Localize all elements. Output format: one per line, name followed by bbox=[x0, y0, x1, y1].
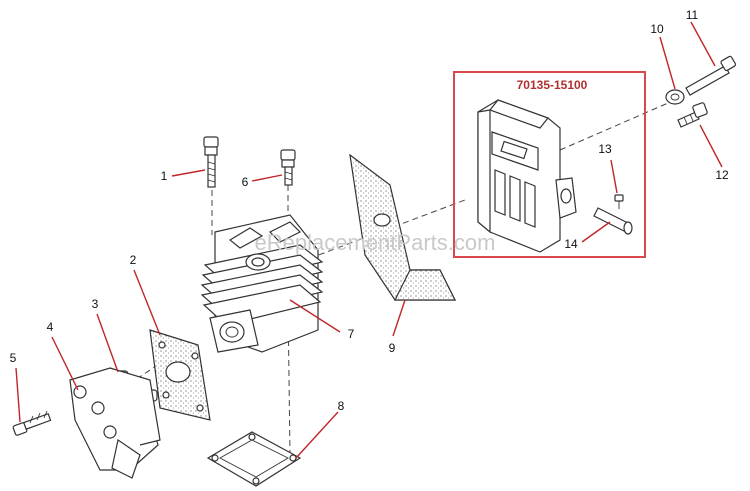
callout-9: 9 bbox=[389, 341, 396, 355]
callout-1: 1 bbox=[161, 169, 168, 183]
insulator-part-4 bbox=[69, 367, 161, 479]
callout-10: 10 bbox=[650, 22, 664, 36]
screw-part-5 bbox=[12, 410, 52, 436]
base-gasket-part-8 bbox=[206, 431, 302, 487]
bolt-part-12 bbox=[677, 102, 708, 128]
heat-shield-part-9 bbox=[349, 153, 456, 301]
cylinder-part-7 bbox=[200, 214, 324, 353]
callout-6: 6 bbox=[242, 175, 249, 189]
screw-part-13 bbox=[614, 194, 624, 209]
bolt-part-11 bbox=[685, 55, 737, 96]
leader-lines bbox=[15, 21, 723, 459]
callout-11: 11 bbox=[686, 8, 699, 22]
callout-13: 13 bbox=[598, 142, 612, 156]
washer-part-10 bbox=[665, 89, 685, 105]
part-number-label: 70135-15100 bbox=[517, 78, 588, 92]
callout-2: 2 bbox=[130, 253, 137, 267]
tube-part-14 bbox=[593, 207, 633, 235]
gasket-part-2 bbox=[149, 329, 211, 421]
callout-12: 12 bbox=[715, 168, 729, 182]
callout-8: 8 bbox=[338, 399, 345, 413]
callout-4: 4 bbox=[47, 320, 54, 334]
bolt-part-6 bbox=[280, 149, 296, 186]
callout-numbers: 1 2 3 4 5 6 7 8 9 10 11 12 13 14 bbox=[10, 8, 729, 413]
bolt-part-1 bbox=[203, 136, 219, 188]
callout-14: 14 bbox=[564, 237, 578, 251]
callout-3: 3 bbox=[92, 297, 99, 311]
callout-7: 7 bbox=[348, 327, 355, 341]
highlight-box bbox=[453, 71, 646, 258]
callout-5: 5 bbox=[10, 351, 17, 365]
watermark: eReplacementParts.com bbox=[255, 230, 496, 255]
muffler-part bbox=[477, 99, 577, 253]
